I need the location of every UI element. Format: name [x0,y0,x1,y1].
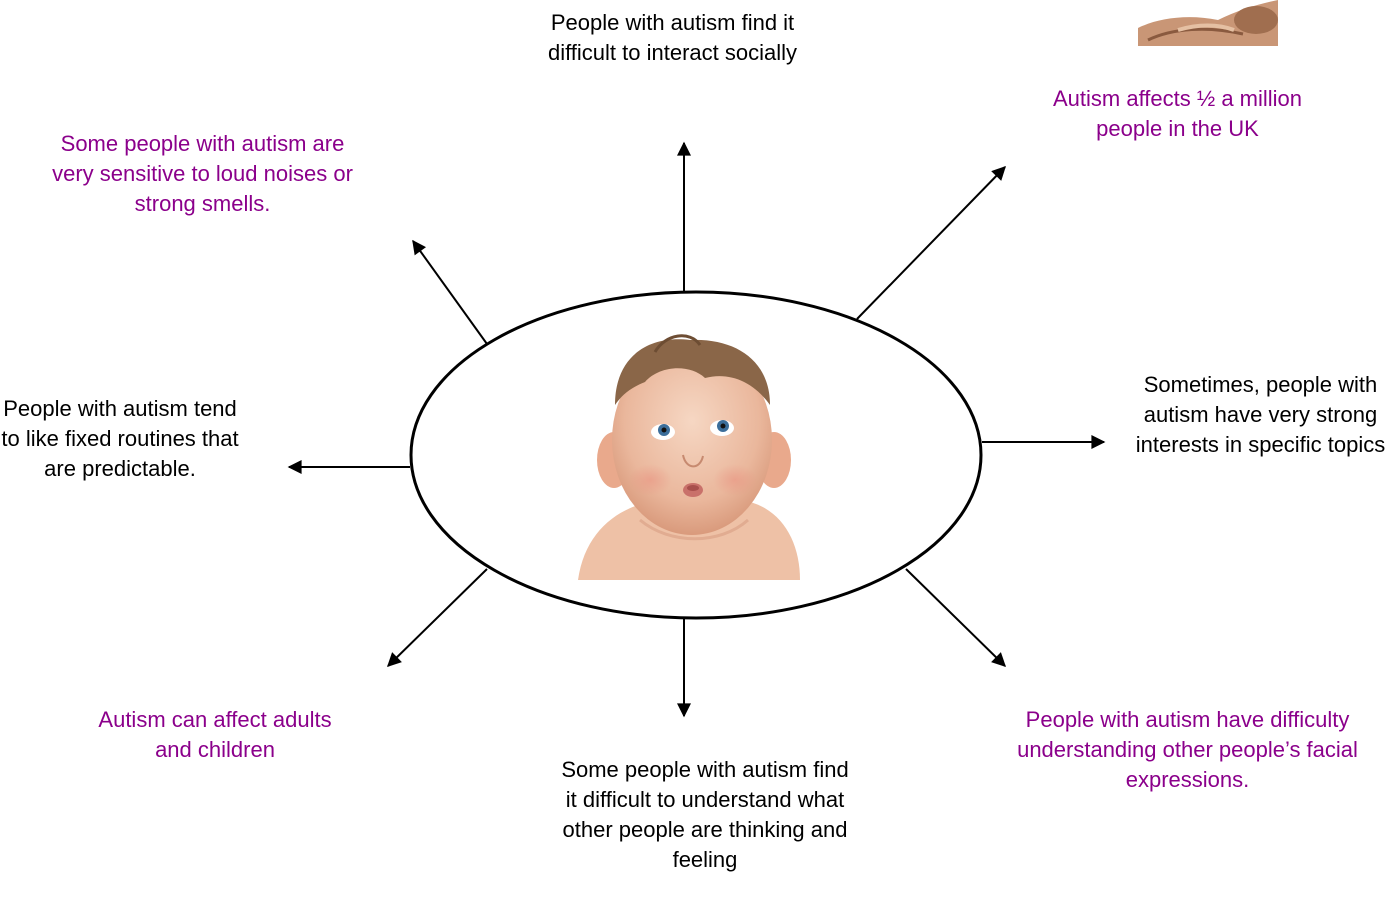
arrow-bottom-left [388,569,487,666]
hands-photo [1138,0,1278,46]
fact-social-interaction: People with autism find it difficult to … [540,8,805,68]
fact-uk-prevalence: Autism affects ½ a million people in the… [1025,84,1330,144]
fact-strong-interests: Sometimes, people with autism have very … [1125,370,1396,460]
fact-understanding-others: Some people with autism find it difficul… [560,755,850,875]
arrow-top-left [413,241,487,344]
arrow-top-right [857,167,1005,319]
fact-adults-and-children: Autism can affect adults and children [90,705,340,765]
fact-fixed-routines: People with autism tend to like fixed ro… [0,394,240,484]
fact-sensory-sensitivity: Some people with autism are very sensiti… [40,129,365,219]
arrow-bottom-right [906,569,1005,666]
fact-facial-expressions: People with autism have difficulty under… [1015,705,1360,795]
